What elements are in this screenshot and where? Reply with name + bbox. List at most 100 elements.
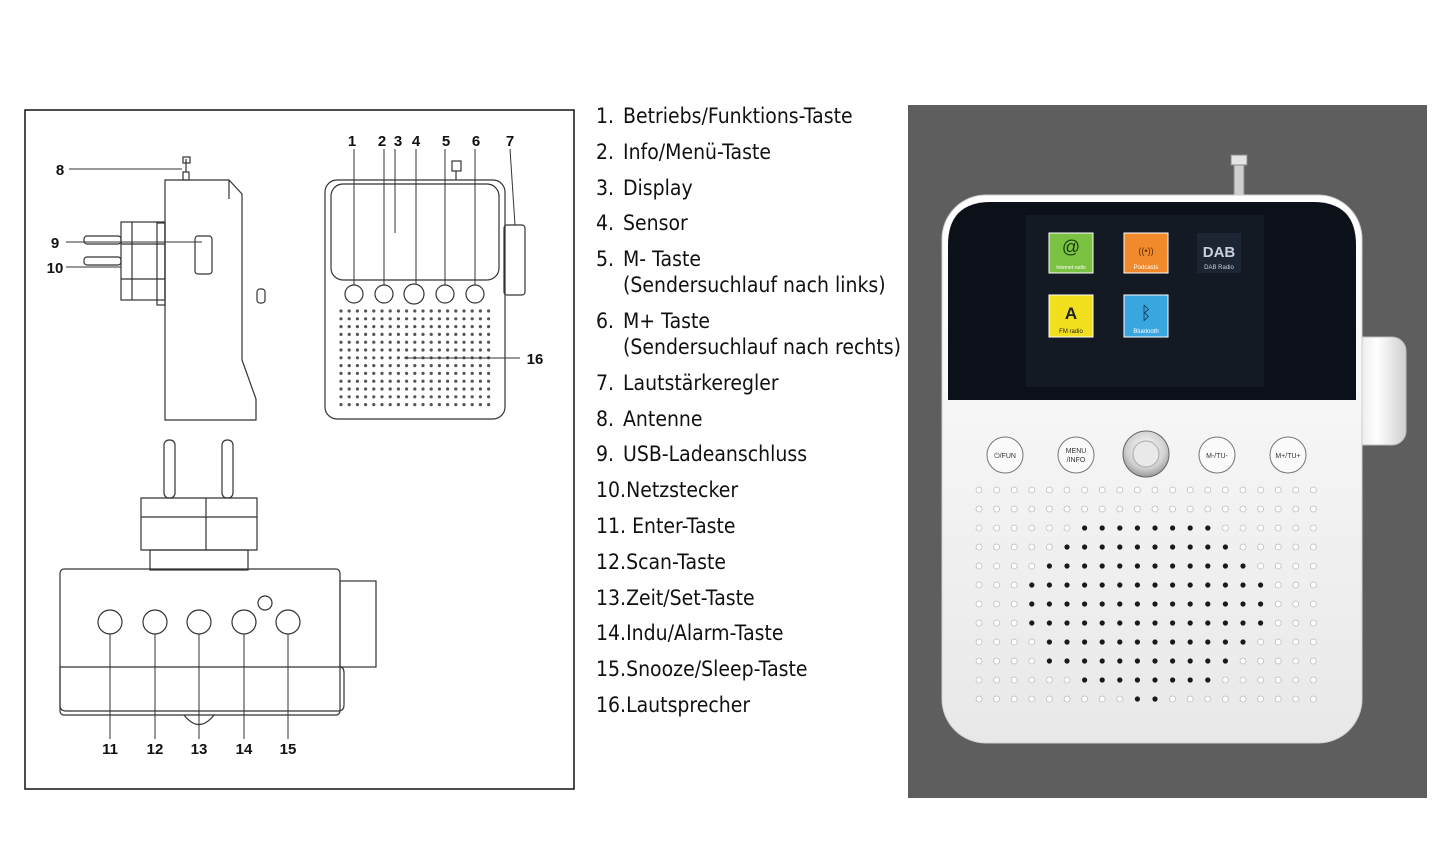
legend-label: Netzstecker xyxy=(626,478,739,503)
tile-label: Bluetooth xyxy=(1133,329,1158,335)
tile-label: DAB Radio xyxy=(1204,265,1234,271)
legend-label: Display xyxy=(623,175,693,200)
callout-9: 9 xyxy=(51,235,59,252)
legend-label: Sensor xyxy=(623,211,688,236)
legend-sublabel: (Sendersuchlauf nach rechts) xyxy=(623,334,901,359)
callout-11: 11 xyxy=(102,741,118,758)
legend-label: Scan-Taste xyxy=(626,549,726,574)
legend-item-5: 5. M- Taste(Sendersuchlauf nach links) xyxy=(596,246,901,298)
bluetooth-icon: ᛒ xyxy=(1141,303,1152,323)
legend-label: Info/Menü-Taste xyxy=(623,139,772,164)
legend-number: 12. xyxy=(596,549,627,574)
callout-1: 1 xyxy=(348,133,356,150)
legend-item-8: 8. Antenne xyxy=(596,406,901,432)
legend-item-1: 1. Betriebs/Funktions-Taste xyxy=(596,103,901,129)
callout-4: 4 xyxy=(412,133,421,150)
callout-7: 7 xyxy=(506,133,514,150)
tile-fm-radio[interactable]: A FM radio xyxy=(1048,294,1094,338)
callout-14: 14 xyxy=(236,741,253,758)
radio-tower-icon: A xyxy=(1065,304,1077,323)
tile-bluetooth[interactable]: ᛒ Bluetooth xyxy=(1123,294,1169,338)
m-minus-button[interactable]: M-/TU- xyxy=(1198,436,1236,474)
legend-label: Zeit/Set-Taste xyxy=(626,585,755,610)
button-label: /INFO xyxy=(1067,457,1086,464)
callout-6: 6 xyxy=(472,133,480,150)
button-label: M-/TU- xyxy=(1206,453,1228,460)
side-view xyxy=(83,156,266,421)
legend-number: 16. xyxy=(596,692,627,717)
legend-label: Lautsprecher xyxy=(626,692,751,717)
legend-number: 14. xyxy=(596,621,627,646)
legend-number: 11. xyxy=(596,513,627,538)
bottom-view xyxy=(59,439,377,726)
legend-number: 10. xyxy=(596,478,627,503)
legend-sublabel: (Sendersuchlauf nach links) xyxy=(623,273,886,298)
button-label: MENU xyxy=(1066,448,1087,455)
legend-number: 9. xyxy=(596,442,615,467)
tile-dab-radio[interactable]: DAB DAB Radio xyxy=(1197,233,1241,273)
legend-item-4: 4. Sensor xyxy=(596,210,901,236)
button-label: ⏻/FUN xyxy=(994,452,1016,460)
technical-diagram: 1 2 3 4 5 6 7 8 9 10 11 12 13 14 15 16 xyxy=(24,109,575,790)
callout-5: 5 xyxy=(442,133,450,150)
legend-number: 13. xyxy=(596,585,627,610)
callout-12: 12 xyxy=(147,741,164,758)
legend-item-6: 6. M+ Taste(Sendersuchlauf nach rechts) xyxy=(596,308,901,360)
legend-number: 6. xyxy=(596,308,615,333)
legend-label: M- Taste xyxy=(623,247,702,272)
legend-label: Betriebs/Funktions-Taste xyxy=(623,104,853,128)
legend-label: Enter-Taste xyxy=(626,513,736,538)
legend-item-7: 7. Lautstärkeregler xyxy=(596,370,901,396)
menu-info-button[interactable]: MENU /INFO xyxy=(1057,436,1095,474)
legend-item-2: 2. Info/Menü-Taste xyxy=(596,139,901,165)
diagram-frame xyxy=(24,109,575,790)
leader-lines xyxy=(66,148,520,739)
legend-number: 4. xyxy=(596,211,615,236)
sensor-button[interactable] xyxy=(1122,430,1170,478)
callout-15: 15 xyxy=(280,741,297,758)
callout-8: 8 xyxy=(56,162,64,179)
callout-2: 2 xyxy=(378,133,386,150)
tile-label: Podcasts xyxy=(1134,265,1159,271)
legend-item-15: 15.Snooze/Sleep-Taste xyxy=(596,656,901,682)
legend-label: Lautstärkeregler xyxy=(623,370,779,395)
speaker-grille xyxy=(339,309,491,407)
m-plus-button[interactable]: M+/TU+ xyxy=(1269,436,1307,474)
screen-menu: @ Internet radio ((•)) Podcasts DAB DAB … xyxy=(1048,232,1241,338)
legend-item-11: 11. Enter-Taste xyxy=(596,513,901,539)
legend-label: Antenne xyxy=(623,406,703,431)
product-photo: @ Internet radio ((•)) Podcasts DAB DAB … xyxy=(908,105,1427,798)
legend-number: 7. xyxy=(596,370,615,395)
speaker-grille xyxy=(975,486,1317,703)
callout-10: 10 xyxy=(47,260,64,277)
legend-item-14: 14.Indu/Alarm-Taste xyxy=(596,620,901,646)
legend-number: 5. xyxy=(596,247,615,272)
legend-item-13: 13.Zeit/Set-Taste xyxy=(596,585,901,611)
legend-number: 2. xyxy=(596,139,615,164)
power-fun-button[interactable]: ⏻/FUN xyxy=(986,436,1024,474)
legend-label: M+ Taste xyxy=(623,308,711,333)
legend-item-16: 16.Lautsprecher xyxy=(596,692,901,718)
legend-label: Indu/Alarm-Taste xyxy=(626,621,784,646)
tile-podcasts[interactable]: ((•)) Podcasts xyxy=(1123,232,1169,274)
legend-label: USB-Ladeanschluss xyxy=(623,442,808,467)
tile-label: Internet radio xyxy=(1056,265,1086,271)
callout-3: 3 xyxy=(394,133,402,150)
legend-number: 8. xyxy=(596,406,615,431)
legend-number: 15. xyxy=(596,657,627,682)
dab-icon: DAB xyxy=(1203,244,1236,261)
podcast-icon: ((•)) xyxy=(1138,246,1153,256)
legend-list: 1. Betriebs/Funktions-Taste 2. Info/Menü-T… xyxy=(596,103,935,728)
callout-16: 16 xyxy=(527,351,544,368)
button-label: M+/TU+ xyxy=(1275,453,1300,460)
tile-label: FM radio xyxy=(1059,329,1083,335)
at-icon: @ xyxy=(1062,237,1080,257)
callout-13: 13 xyxy=(191,741,208,758)
tile-internet-radio[interactable]: @ Internet radio xyxy=(1048,232,1094,274)
legend-item-9: 9. USB-Ladeanschluss xyxy=(596,441,901,467)
legend-label: Snooze/Sleep-Taste xyxy=(626,657,808,682)
legend-item-3: 3.Display xyxy=(596,175,901,201)
legend-item-10: 10.Netzstecker xyxy=(596,477,901,503)
legend-number: 1. xyxy=(596,104,615,128)
front-view xyxy=(324,160,526,420)
